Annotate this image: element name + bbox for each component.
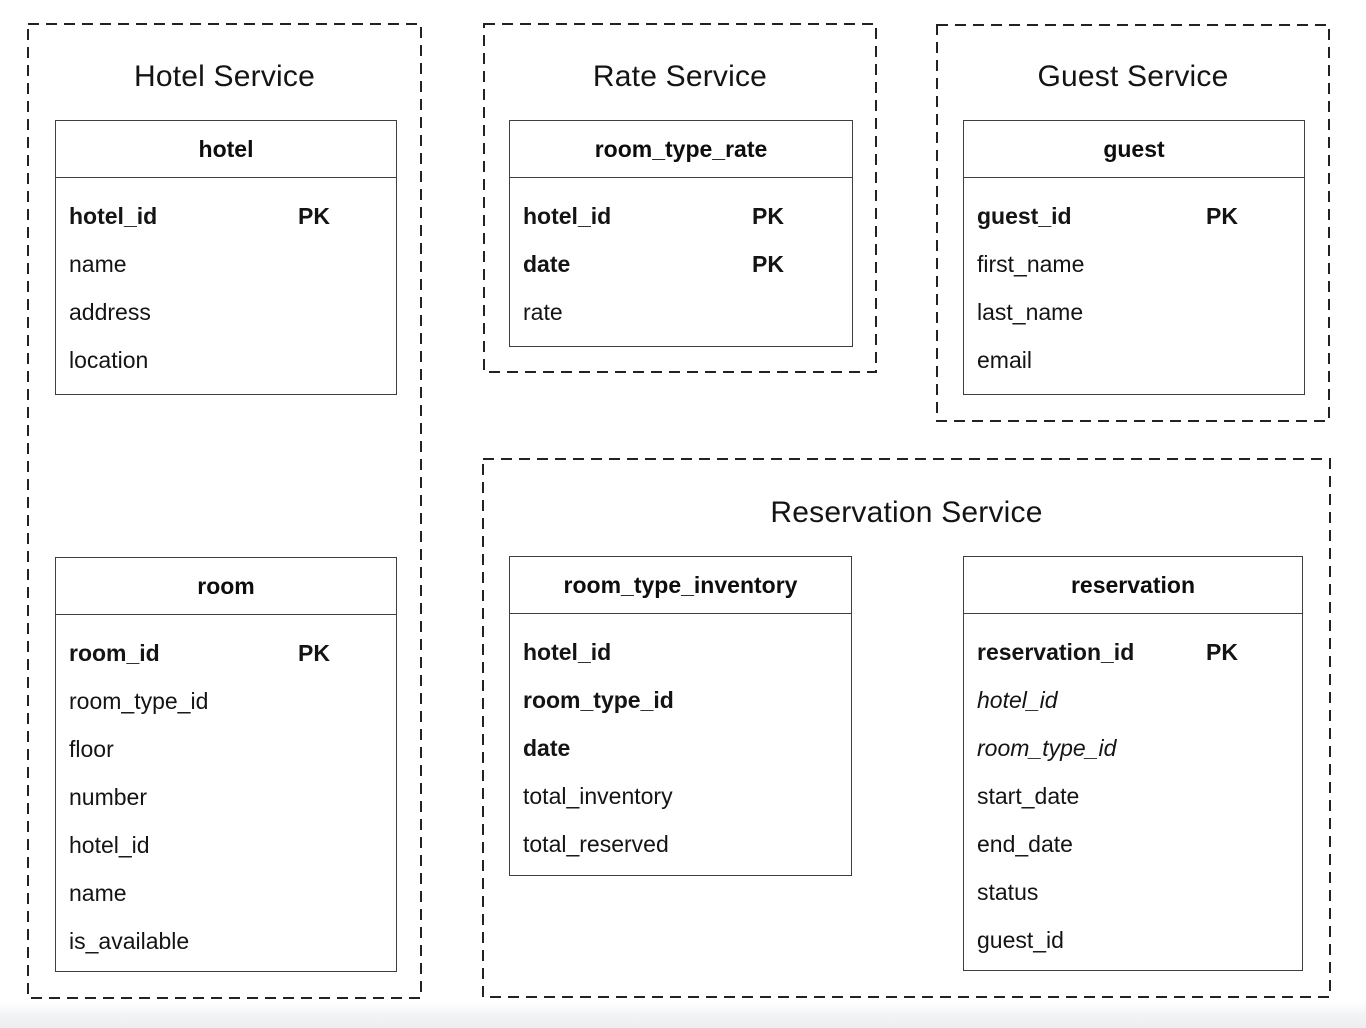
table-row: is_available xyxy=(56,917,396,965)
table-room-title: room xyxy=(56,558,396,615)
table-row: status xyxy=(964,868,1302,916)
pk-label: PK xyxy=(298,639,330,666)
field-name: hotel_id xyxy=(69,202,158,229)
table-row: floor xyxy=(56,725,396,773)
field-name: start_date xyxy=(977,782,1080,809)
table-hotel: hotel hotel_id PK name address location xyxy=(55,120,397,395)
table-row: room_id PK xyxy=(56,629,396,677)
field-name: rate xyxy=(523,298,563,325)
field-name: hotel_id xyxy=(523,638,612,665)
table-row: total_inventory xyxy=(510,772,851,820)
field-name: guest_id xyxy=(977,202,1072,229)
table-row: room_type_id xyxy=(964,724,1302,772)
table-row: hotel_id xyxy=(510,628,851,676)
table-row: room_type_id xyxy=(56,677,396,725)
table-row: first_name xyxy=(964,240,1304,288)
table-room: room room_id PK room_type_id floor numbe… xyxy=(55,557,397,972)
table-row: name xyxy=(56,869,396,917)
table-room-type-inventory-title: room_type_inventory xyxy=(510,557,851,614)
field-name: number xyxy=(69,783,147,810)
pk-label: PK xyxy=(1206,202,1238,229)
pk-label: PK xyxy=(752,250,784,277)
field-name: location xyxy=(69,346,149,373)
field-name: status xyxy=(977,878,1039,905)
field-name: is_available xyxy=(69,927,190,954)
bottom-gradient-strip xyxy=(0,1002,1366,1028)
table-row: guest_id xyxy=(964,916,1302,964)
table-guest-fields: guest_id PK first_name last_name email xyxy=(964,178,1304,384)
table-row: address xyxy=(56,288,396,336)
pk-label: PK xyxy=(1206,638,1238,665)
pk-label: PK xyxy=(298,202,330,229)
table-room-type-inventory: room_type_inventory hotel_id room_type_i… xyxy=(509,556,852,876)
table-hotel-title: hotel xyxy=(56,121,396,178)
field-name: room_type_id xyxy=(977,734,1117,761)
field-name: room_id xyxy=(69,639,160,666)
rate-service-title: Rate Service xyxy=(592,60,768,93)
field-name: room_type_id xyxy=(523,686,674,713)
table-row: room_type_id xyxy=(510,676,851,724)
table-guest-title: guest xyxy=(964,121,1304,178)
table-room-type-rate-fields: hotel_id PK date PK rate xyxy=(510,178,852,336)
table-room-type-rate-title: room_type_rate xyxy=(510,121,852,178)
pk-label: PK xyxy=(752,202,784,229)
field-name: end_date xyxy=(977,830,1073,857)
reservation-service-title: Reservation Service xyxy=(770,496,1043,529)
table-reservation-fields: reservation_id PK hotel_id room_type_id … xyxy=(964,614,1302,964)
field-name: hotel_id xyxy=(977,686,1058,713)
hotel-service-title: Hotel Service xyxy=(133,60,315,93)
table-row: hotel_id xyxy=(964,676,1302,724)
table-reservation-title: reservation xyxy=(964,557,1302,614)
field-name: date xyxy=(523,734,571,761)
field-name: reservation_id xyxy=(977,638,1135,665)
field-name: last_name xyxy=(977,298,1084,325)
table-guest: guest guest_id PK first_name last_name e… xyxy=(963,120,1305,395)
field-name: total_inventory xyxy=(523,782,673,809)
table-row: end_date xyxy=(964,820,1302,868)
field-name: first_name xyxy=(977,250,1085,277)
table-row: name xyxy=(56,240,396,288)
field-name: total_reserved xyxy=(523,830,669,857)
table-hotel-fields: hotel_id PK name address location xyxy=(56,178,396,384)
table-row: rate xyxy=(510,288,852,336)
table-row: guest_id PK xyxy=(964,192,1304,240)
table-row: hotel_id PK xyxy=(510,192,852,240)
guest-service-title: Guest Service xyxy=(1037,60,1229,93)
table-row: reservation_id PK xyxy=(964,628,1302,676)
table-row: date PK xyxy=(510,240,852,288)
table-row: hotel_id xyxy=(56,821,396,869)
table-row: start_date xyxy=(964,772,1302,820)
table-row: last_name xyxy=(964,288,1304,336)
table-row: number xyxy=(56,773,396,821)
field-name: address xyxy=(69,298,151,325)
field-name: name xyxy=(69,250,127,277)
table-row: total_reserved xyxy=(510,820,851,868)
table-row: location xyxy=(56,336,396,384)
field-name: floor xyxy=(69,735,114,762)
table-room-type-inventory-fields: hotel_id room_type_id date total_invento… xyxy=(510,614,851,868)
field-name: room_type_id xyxy=(69,687,209,714)
field-name: date xyxy=(523,250,571,277)
field-name: guest_id xyxy=(977,926,1064,953)
field-name: name xyxy=(69,879,127,906)
field-name: hotel_id xyxy=(69,831,150,858)
table-room-type-rate: room_type_rate hotel_id PK date PK rate xyxy=(509,120,853,347)
table-room-fields: room_id PK room_type_id floor number hot… xyxy=(56,615,396,965)
field-name: hotel_id xyxy=(523,202,612,229)
table-row: date xyxy=(510,724,851,772)
field-name: email xyxy=(977,346,1032,373)
table-row: hotel_id PK xyxy=(56,192,396,240)
table-row: email xyxy=(964,336,1304,384)
table-reservation: reservation reservation_id PK hotel_id r… xyxy=(963,556,1303,971)
